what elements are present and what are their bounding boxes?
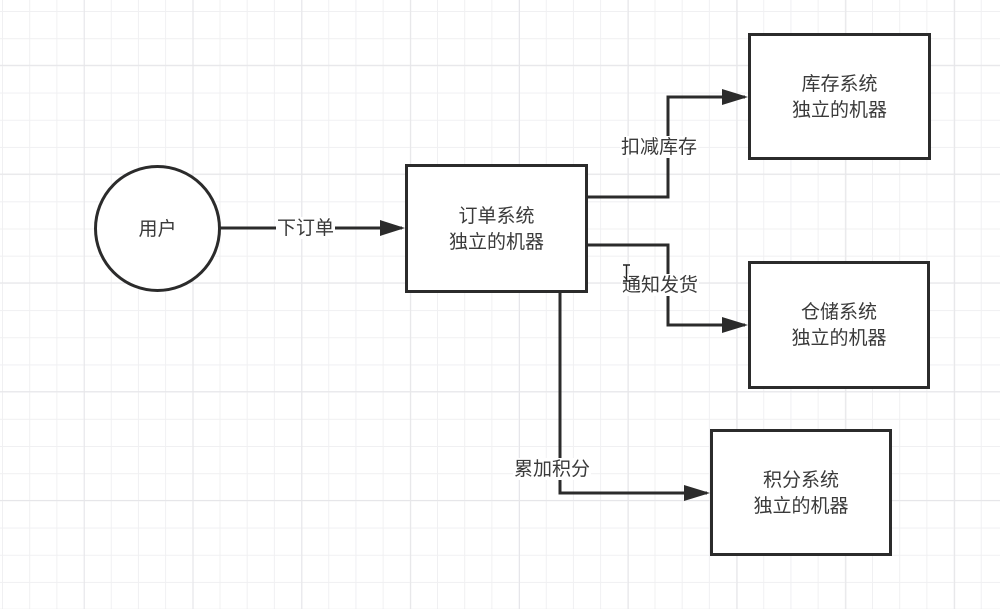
node-points-system[interactable]: 积分系统 独立的机器 — [710, 429, 892, 556]
node-warehouse-title: 仓储系统 — [800, 301, 877, 323]
node-points-title: 积分系统 — [762, 468, 839, 491]
node-warehouse-subtitle: 独立的机器 — [791, 327, 887, 349]
node-inventory-title: 库存系统 — [801, 72, 878, 95]
edge-order-to-points[interactable] — [558, 292, 707, 495]
node-order-title: 订单系统 — [458, 204, 535, 227]
node-order-system[interactable]: 订单系统 独立的机器 — [405, 164, 588, 293]
text-cursor-icon — [623, 264, 630, 282]
node-inventory-system[interactable]: 库存系统 独立的机器 — [748, 33, 931, 160]
arrowhead-user-to-order — [380, 220, 405, 236]
node-inventory-subtitle: 独立的机器 — [791, 98, 887, 121]
edge-label-accumulate-points[interactable]: 累加积分 — [513, 458, 592, 480]
node-warehouse-system[interactable]: 仓储系统 独立的机器 — [748, 261, 930, 389]
node-points-subtitle: 独立的机器 — [753, 494, 849, 517]
edge-label-notify-shipping[interactable]: 通知发货 — [621, 274, 700, 296]
node-user[interactable]: 用户 — [94, 165, 221, 292]
arrowhead-order-to-points — [684, 485, 710, 501]
edge-label-place-order[interactable]: 下订单 — [276, 217, 336, 239]
edge-label-deduct-inventory[interactable]: 扣减库存 — [620, 136, 699, 158]
node-user-label: 用户 — [138, 217, 177, 240]
arrowhead-order-to-inventory — [722, 89, 748, 105]
arrowhead-order-to-warehouse — [722, 317, 748, 333]
node-order-subtitle: 独立的机器 — [448, 230, 544, 253]
